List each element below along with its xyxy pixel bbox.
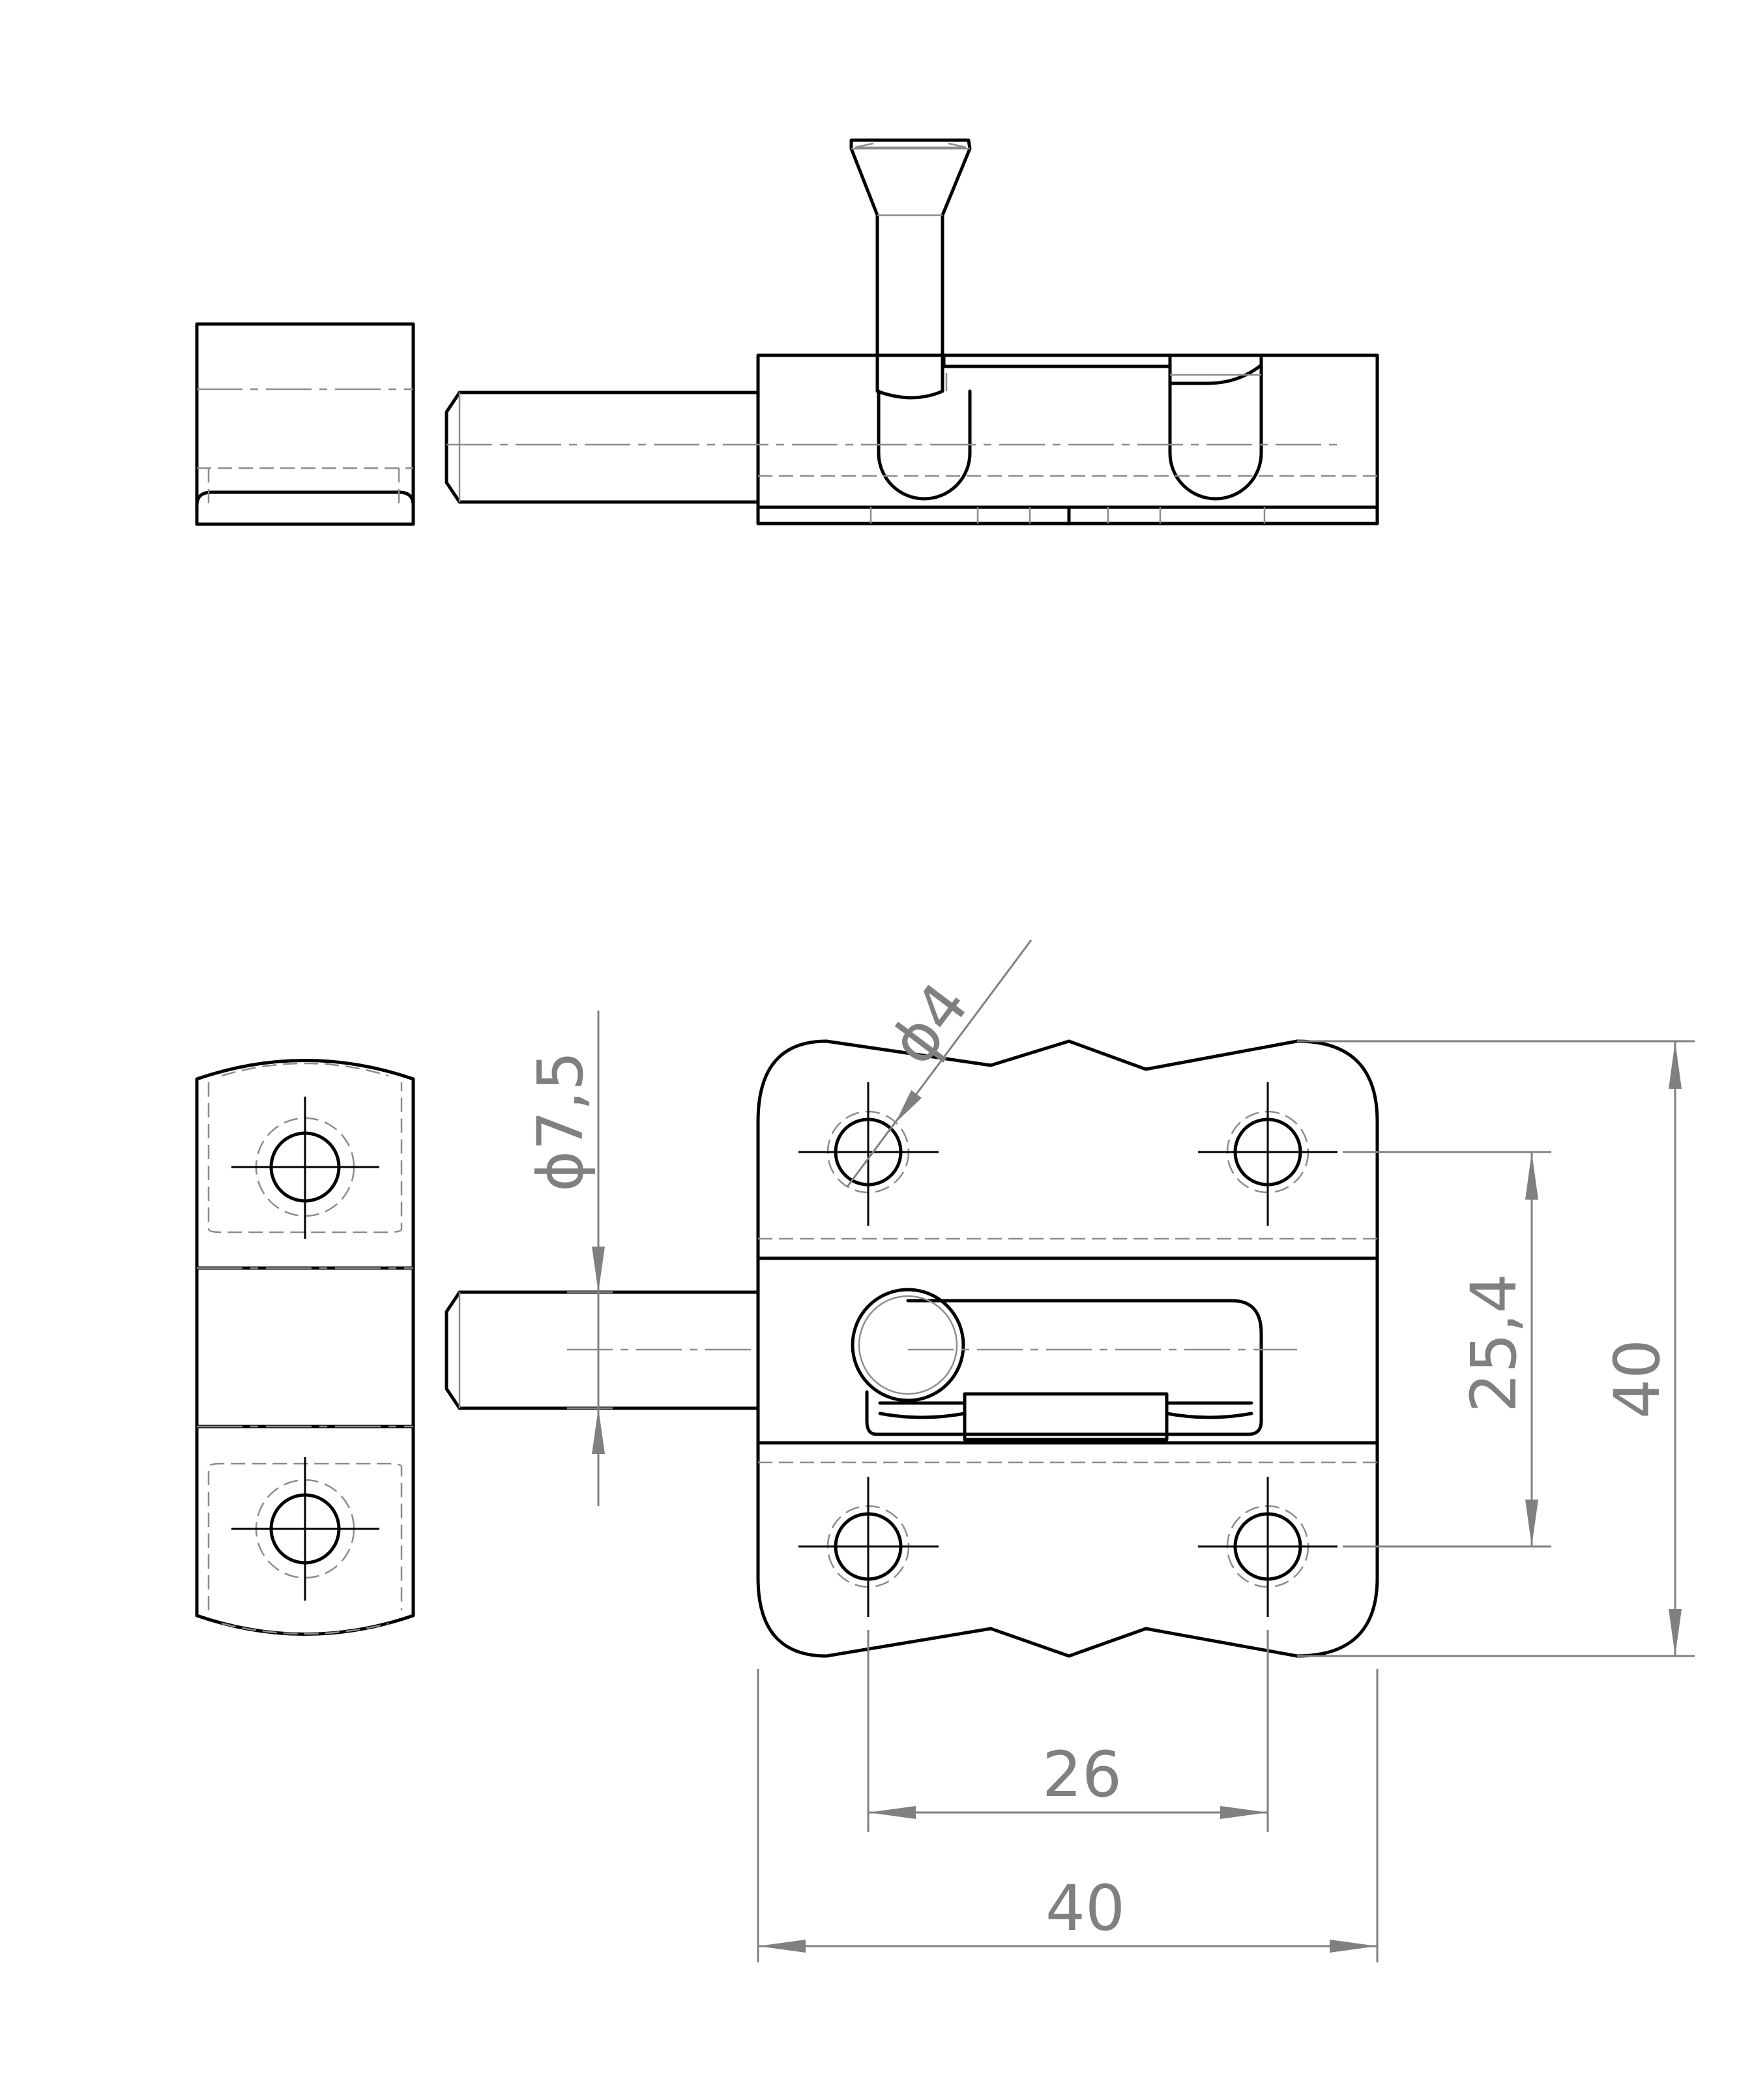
front-view-bolt-rod [445, 1290, 760, 1410]
front-view [195, 1039, 1379, 1658]
front-view-holes [798, 1082, 1337, 1617]
side-view-keeper [195, 322, 415, 526]
plate-hole-bottom-right [1198, 1477, 1337, 1617]
dim-label-bolt-diameter: ϕ7,5 [524, 1051, 597, 1192]
plate-hole-top-right [1198, 1082, 1337, 1226]
plate-hole-bottom-left [798, 1477, 939, 1617]
plate-hole-top-left [798, 1082, 939, 1226]
dimension-plate-width: 40 [757, 1669, 1379, 1962]
side-view-knob [849, 138, 972, 400]
front-view-slot [851, 1288, 1297, 1442]
dim-label-plate-height: 40 [1601, 1339, 1674, 1419]
dim-label-hole-spacing-vertical: 25,4 [1457, 1273, 1530, 1413]
side-view-bolt-body [446, 353, 1379, 525]
dimension-hole-diameter: ϕ4 [846, 939, 1032, 1187]
front-view-plate [567, 1039, 1379, 1658]
dimension-hole-spacing-horizontal: 26 [867, 1630, 1269, 1832]
dimension-bolt-diameter: ϕ7,5 [524, 1011, 613, 1506]
dimension-hole-spacing-vertical: 25,4 [1343, 1151, 1551, 1548]
dim-label-hole-spacing-horizontal: 26 [1042, 1738, 1122, 1811]
front-view-keeper [195, 1059, 415, 1636]
dim-label-plate-width: 40 [1045, 1872, 1125, 1945]
dimension-plate-height: 40 [1297, 1040, 1695, 1657]
side-view-bolt-rod [445, 391, 760, 504]
side-view [195, 138, 1379, 526]
